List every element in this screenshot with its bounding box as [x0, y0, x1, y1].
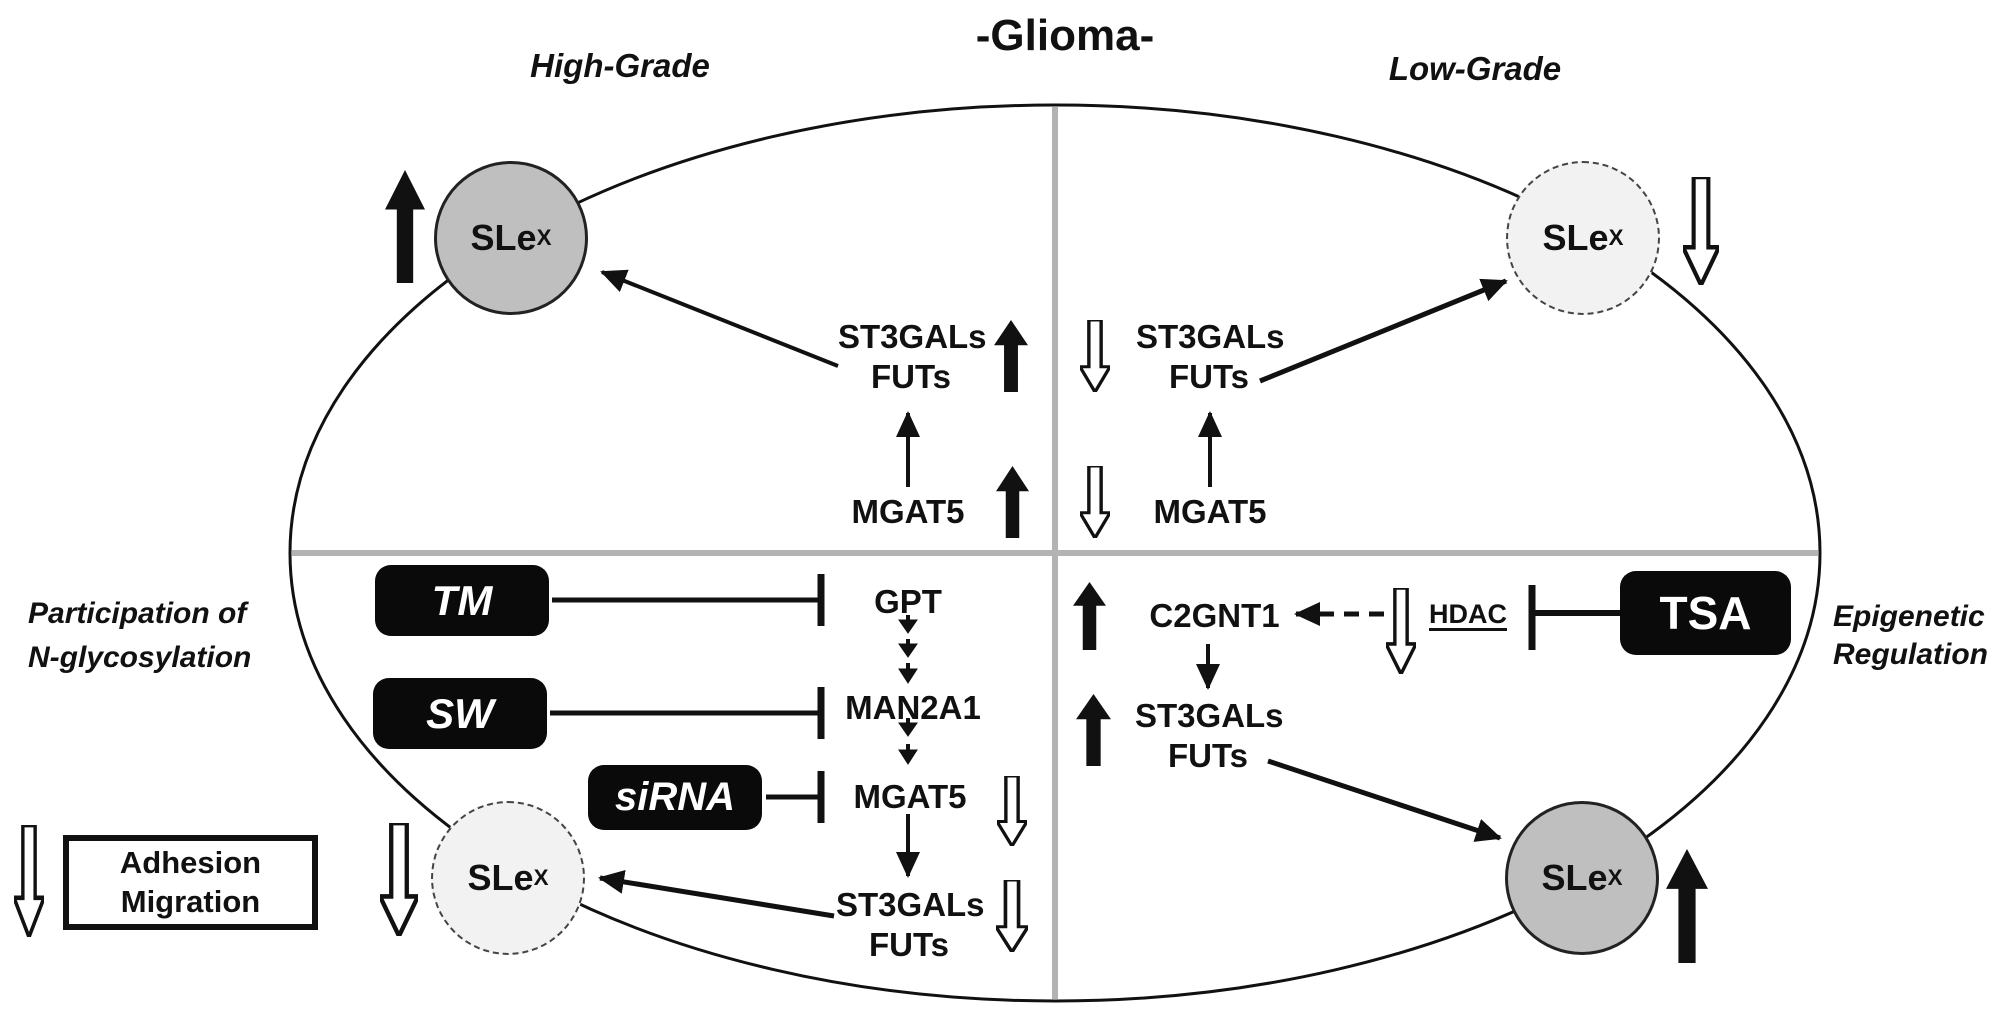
left-caption-line1: Participation of	[28, 597, 247, 630]
decrease-arrow-icon	[1080, 320, 1110, 392]
decrease-arrow-icon	[997, 776, 1027, 846]
futs-label: FUTs	[868, 926, 950, 963]
high-grade-label: High-Grade	[530, 47, 710, 84]
slex-label: SLe	[467, 857, 534, 898]
mgat5-bottomleft: MGAT5	[853, 778, 967, 815]
st3gals-futs-high: ST3GALs FUTs	[838, 317, 987, 397]
right-caption-line2: Regulation	[1833, 638, 1988, 671]
right-caption-line1: Epigenetic	[1833, 600, 1985, 633]
tm-inhibitor-box: TM	[375, 565, 549, 636]
st3gals-label: ST3GALs	[1135, 697, 1284, 734]
c2gnt1-label: C2GNT1	[1149, 597, 1280, 634]
decrease-arrow-icon	[1386, 588, 1416, 674]
adhesion-migration-box: Adhesion Migration	[63, 835, 318, 930]
sirna-inhibition-line	[766, 771, 825, 823]
slex-label: SLe	[1541, 857, 1608, 898]
mgat5-low: MGAT5	[1153, 493, 1267, 530]
st3gals-label: ST3GALs	[1136, 318, 1285, 355]
st3gals-futs-bottomleft: ST3GALs FUTs	[836, 885, 985, 965]
decrease-arrow-icon	[1080, 466, 1110, 538]
st3gals-label: ST3GALs	[836, 886, 985, 923]
increase-arrow-icon	[1073, 582, 1106, 650]
multistep-arrow-man2a1-mgat5	[898, 718, 918, 765]
cell-ellipse	[288, 103, 1822, 1003]
arrow-st3gals-to-slex-low	[1259, 278, 1508, 384]
futs-label: FUTs	[1168, 358, 1250, 395]
diagram-title: -Glioma-	[975, 11, 1155, 60]
increase-arrow-icon	[994, 320, 1028, 392]
increase-arrow-icon	[385, 170, 425, 283]
st3gals-futs-low: ST3GALs FUTs	[1136, 317, 1285, 397]
arrow-st3gals-to-slex-high	[600, 269, 839, 368]
sirna-inhibitor-box: siRNA	[588, 765, 762, 830]
increase-arrow-icon	[1076, 694, 1111, 766]
slex-label: SLe	[470, 217, 537, 258]
left-caption: Participation of N-glycosylation	[28, 592, 251, 680]
gpt-label: GPT	[874, 583, 942, 620]
adhesion-label: Adhesion	[119, 844, 262, 880]
tsa-inhibitor-box: TSA	[1620, 571, 1791, 655]
arrow-st3gals-to-slex-bottomleft	[598, 870, 835, 919]
tsa-inhibition-line	[1528, 585, 1620, 650]
arrow-st3gals-to-slex-bottomright	[1267, 758, 1502, 842]
decrease-arrow-icon	[1683, 177, 1719, 285]
low-grade-label: Low-Grade	[1388, 50, 1562, 87]
st3gals-futs-bottomright: ST3GALs FUTs	[1135, 696, 1284, 776]
increase-arrow-icon	[1666, 849, 1708, 963]
left-caption-line2: N-glycosylation	[28, 641, 252, 674]
migration-label: Migration	[120, 883, 261, 919]
decrease-arrow-icon	[996, 880, 1028, 952]
st3gals-label: ST3GALs	[838, 318, 987, 355]
tm-inhibition-line	[552, 574, 825, 626]
futs-label: FUTs	[870, 358, 952, 395]
increase-arrow-icon	[996, 466, 1029, 538]
multistep-arrow-gpt-man2a1	[898, 615, 918, 684]
hdac-label: HDAC	[1429, 599, 1507, 629]
sw-inhibition-line	[550, 687, 825, 739]
futs-label: FUTs	[1167, 737, 1249, 774]
mgat5-high: MGAT5	[851, 493, 965, 530]
right-caption: Epigenetic Regulation	[1833, 598, 1988, 674]
man2a1-label: MAN2A1	[845, 689, 981, 726]
slex-label: SLe	[1542, 217, 1609, 258]
decrease-arrow-icon	[14, 825, 44, 937]
sw-inhibitor-box: SW	[373, 678, 547, 749]
decrease-arrow-icon	[380, 823, 418, 936]
